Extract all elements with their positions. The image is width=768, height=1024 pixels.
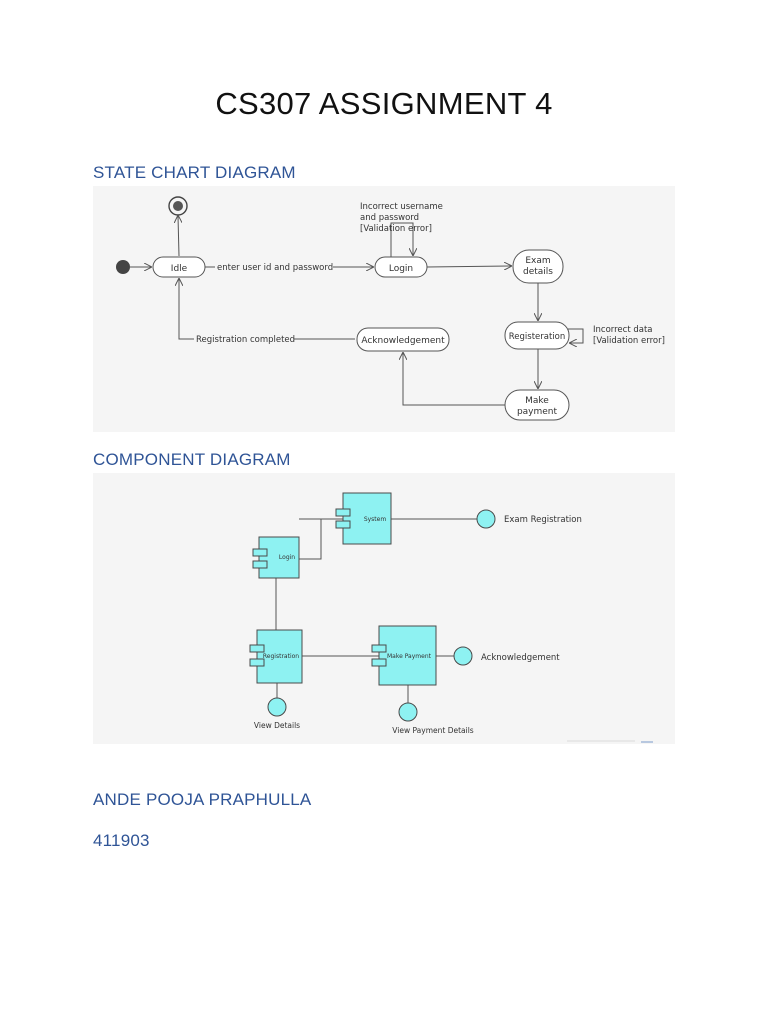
svg-text:Incorrect username: Incorrect username — [360, 202, 443, 212]
state-chart-diagram: Idle Login Exam details Registeration Ac… — [93, 186, 675, 432]
svg-text:Incorrect data: Incorrect data — [593, 325, 653, 335]
interface-acknowledgement — [453, 646, 473, 666]
svg-text:Registration: Registration — [263, 653, 299, 660]
state-registration: Registeration — [504, 321, 570, 350]
interface-view-payment-details-label: View Payment Details — [392, 726, 473, 735]
svg-text:details: details — [523, 267, 553, 277]
state-chart-heading: STATE CHART DIAGRAM — [93, 163, 296, 182]
login-self-transition — [390, 222, 413, 257]
label-registration-completed: Registration completed — [196, 335, 295, 345]
state-login: Login — [374, 256, 428, 278]
svg-text:Login: Login — [389, 264, 413, 274]
component-make-payment: Make Payment — [371, 625, 437, 686]
interface-acknowledgement-label: Acknowledgement — [481, 653, 560, 663]
final-state-node — [168, 196, 188, 216]
interface-view-details-label: View Details — [254, 721, 300, 730]
label-data-error: Incorrect data [Validation error] — [593, 325, 665, 346]
component-login: Login — [252, 536, 300, 579]
component-registration: Registration — [249, 629, 303, 684]
svg-text:Make Payment: Make Payment — [387, 653, 432, 660]
svg-text:Registeration: Registeration — [509, 332, 566, 342]
state-make-payment: Make payment — [504, 389, 570, 421]
label-enter-credentials: enter user id and password — [217, 263, 333, 273]
ack-to-idle-transition — [179, 279, 355, 340]
registration-self-transition — [568, 328, 584, 343]
payment-to-ack-transition — [403, 353, 505, 406]
idle-to-final-transition — [178, 216, 179, 257]
svg-text:System: System — [364, 516, 387, 523]
component-diagram: System Login Registration Make Payment E… — [93, 473, 675, 744]
svg-text:Idle: Idle — [171, 264, 188, 274]
login-to-exam-transition — [426, 266, 511, 267]
component-system: System — [335, 492, 392, 545]
svg-text:Acknowledgement: Acknowledgement — [361, 336, 445, 346]
svg-text:[Validation error]: [Validation error] — [360, 224, 432, 234]
author-name: ANDE POOJA PRAPHULLA — [93, 790, 312, 809]
state-acknowledgement: Acknowledgement — [356, 327, 450, 352]
roll-number: 411903 — [93, 831, 150, 850]
svg-text:payment: payment — [517, 407, 558, 417]
initial-state-node — [116, 260, 130, 274]
svg-text:Make: Make — [525, 396, 549, 406]
component-diagram-heading: COMPONENT DIAGRAM — [93, 450, 291, 469]
svg-text:and password: and password — [360, 213, 419, 223]
svg-text:[Validation error]: [Validation error] — [593, 336, 665, 346]
login-system-connector — [299, 518, 343, 560]
interface-exam-registration-label: Exam Registration — [504, 515, 582, 525]
state-idle: Idle — [152, 256, 206, 278]
svg-text:Login: Login — [279, 554, 295, 561]
interface-view-payment-details — [398, 702, 418, 722]
interface-exam-registration — [476, 509, 496, 529]
state-exam-details: Exam details — [512, 249, 564, 284]
label-login-error: Incorrect username and password [Validat… — [360, 202, 443, 234]
svg-text:Exam: Exam — [525, 256, 550, 266]
interface-view-details — [267, 697, 287, 717]
page-title: CS307 ASSIGNMENT 4 — [215, 86, 553, 121]
